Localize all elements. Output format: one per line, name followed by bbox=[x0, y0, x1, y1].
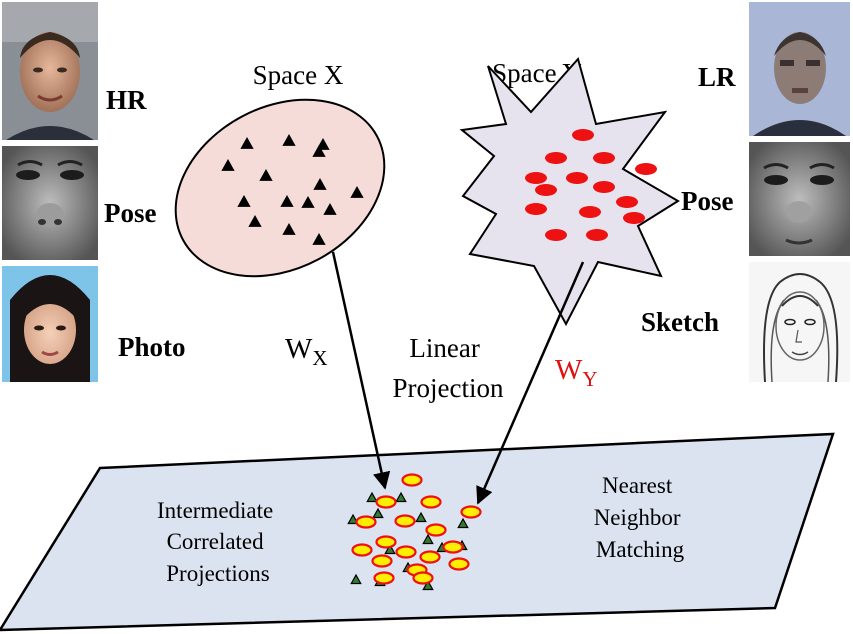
space-y-ellipse bbox=[586, 229, 608, 241]
plane-ellipse bbox=[373, 571, 395, 585]
space-x-triangle bbox=[237, 195, 251, 207]
space-x-triangle bbox=[221, 159, 235, 171]
plane-triangle bbox=[366, 491, 378, 503]
space-x-triangle bbox=[248, 215, 262, 227]
nearest-neighbor-line-3: Matching bbox=[596, 537, 685, 562]
nearest-neighbor-line-1: Nearest bbox=[602, 473, 673, 498]
plane-ellipse bbox=[412, 571, 434, 585]
pose-face-image-left bbox=[2, 146, 98, 260]
pose-face-image-right bbox=[749, 142, 850, 256]
plane-ellipse bbox=[395, 545, 417, 559]
space-y-ellipse bbox=[525, 172, 547, 184]
hr-label: HR bbox=[106, 85, 147, 115]
space-x-triangle bbox=[301, 196, 315, 208]
space-y-ellipse bbox=[525, 203, 547, 215]
nearest-neighbor-text: Nearest Neighbor Matching bbox=[594, 473, 687, 562]
plane-ellipse bbox=[419, 550, 441, 564]
space-x-triangle bbox=[323, 203, 337, 215]
intermediate-text-line-2: Correlated bbox=[167, 529, 265, 554]
space-x-label: Space X bbox=[253, 60, 344, 90]
plane-ellipse bbox=[375, 535, 397, 549]
wx-label: WX bbox=[285, 333, 328, 370]
hr-face-image bbox=[2, 2, 98, 140]
plane-triangle bbox=[384, 543, 396, 555]
projection-arrow-x bbox=[331, 251, 391, 490]
plane-ellipse bbox=[401, 473, 423, 487]
pose-label-left: Pose bbox=[104, 198, 157, 228]
wx-label-main: W bbox=[285, 333, 313, 365]
plane-ellipse bbox=[425, 523, 447, 537]
wy-label-subscript: Y bbox=[582, 367, 597, 391]
space-x-triangle bbox=[282, 223, 296, 235]
space-y-ellipse bbox=[593, 181, 615, 193]
lr-label: LR bbox=[698, 62, 736, 92]
space-x-triangle bbox=[240, 137, 254, 149]
space-y-ellipse bbox=[635, 163, 657, 175]
plane-triangle bbox=[415, 511, 427, 523]
space-y-ellipses bbox=[525, 129, 657, 241]
space-y-ellipse bbox=[616, 196, 638, 208]
plane-ellipse bbox=[351, 543, 373, 557]
lr-face-image bbox=[749, 2, 850, 136]
plane-ellipse bbox=[442, 540, 464, 554]
plane-triangle bbox=[395, 491, 407, 503]
plane-triangle bbox=[457, 517, 469, 529]
plane-triangle bbox=[372, 507, 384, 519]
sketch-label: Sketch bbox=[641, 307, 719, 337]
space-y-ellipse bbox=[545, 152, 567, 164]
wy-label-main: W bbox=[555, 354, 583, 386]
projection-arrow-y bbox=[476, 261, 585, 505]
space-y-ellipse bbox=[623, 212, 645, 224]
intermediate-text: Intermediate Correlated Projections bbox=[157, 498, 279, 586]
plane-ellipse bbox=[448, 557, 470, 571]
plane-ellipse bbox=[371, 554, 393, 568]
space-x-triangle bbox=[312, 145, 326, 157]
space-x-triangle bbox=[313, 178, 327, 190]
photo-face-image bbox=[2, 266, 98, 382]
space-y-ellipse bbox=[572, 129, 594, 141]
intermediate-plane bbox=[0, 432, 835, 632]
wx-label-subscript: X bbox=[312, 346, 327, 370]
linear-projection-line-1: Linear bbox=[409, 333, 479, 363]
pose-label-right: Pose bbox=[681, 186, 734, 216]
wy-label: WY bbox=[555, 354, 598, 391]
plane-ellipse bbox=[460, 505, 482, 519]
plane-markers bbox=[347, 473, 482, 591]
space-y-region bbox=[459, 56, 680, 327]
plane-ellipse bbox=[394, 514, 416, 528]
space-x-region bbox=[174, 98, 386, 278]
plane-triangle bbox=[422, 579, 434, 591]
plane-triangle bbox=[347, 513, 359, 525]
space-y-ellipse bbox=[593, 152, 615, 164]
plane-triangle bbox=[350, 573, 362, 585]
space-x-triangle bbox=[259, 169, 273, 181]
space-x-triangles bbox=[221, 134, 364, 245]
space-x-triangle bbox=[282, 134, 296, 146]
linear-projection-line-2: Projection bbox=[393, 373, 504, 403]
space-y-ellipse bbox=[535, 184, 557, 196]
photo-label: Photo bbox=[118, 332, 186, 362]
plane-triangle bbox=[422, 533, 434, 545]
space-x-triangle bbox=[350, 186, 364, 198]
intermediate-text-line-3: Projections bbox=[166, 561, 270, 586]
plane-ellipse bbox=[375, 495, 397, 509]
space-y-ellipse bbox=[566, 172, 588, 184]
plane-ellipse bbox=[420, 495, 442, 509]
space-y-ellipse bbox=[579, 206, 601, 218]
intermediate-text-line-1: Intermediate bbox=[157, 498, 273, 523]
plane-ellipse bbox=[355, 515, 377, 529]
nearest-neighbor-line-2: Neighbor bbox=[594, 505, 681, 530]
sketch-face-image bbox=[749, 262, 850, 383]
space-x-triangle bbox=[312, 233, 326, 245]
space-y-ellipse bbox=[545, 229, 567, 241]
linear-projection-text: Linear Projection bbox=[393, 333, 504, 403]
space-x-triangle bbox=[280, 195, 294, 207]
